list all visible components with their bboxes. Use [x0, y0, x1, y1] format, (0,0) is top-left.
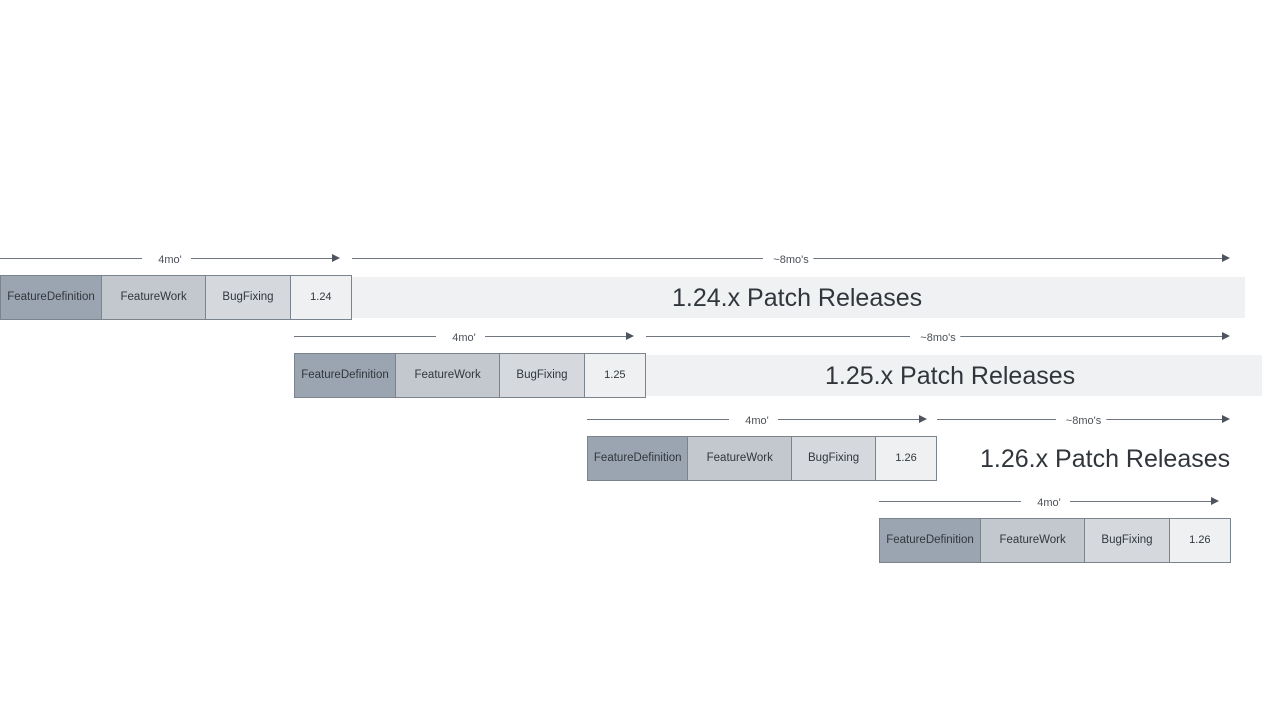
measure-label: 4mo' — [153, 254, 187, 267]
measure-rule-left — [0, 258, 142, 259]
measure-label: ~8mo's — [915, 332, 961, 345]
measure-rule-right — [1104, 419, 1223, 420]
phase-label-line2: Work — [454, 369, 481, 381]
phase-label-line1: Feature — [999, 534, 1040, 546]
measure-development-release-1-24: 4mo' — [0, 249, 340, 275]
arrow-head-icon — [1211, 497, 1219, 505]
measure-patch-release-1-24: ~8mo's — [352, 249, 1230, 275]
phase-label-line2: Definition — [46, 291, 95, 303]
measure-rule-right — [191, 258, 333, 259]
phase-label-line1: Feature — [120, 291, 161, 303]
arrow-head-icon — [1222, 254, 1230, 262]
measure-rule-left — [937, 419, 1056, 420]
phase-version-1.26: 1.26 — [1169, 519, 1230, 562]
phase-label-line1: Feature — [301, 369, 341, 381]
phase-label-line2: Fixing — [242, 291, 274, 303]
arrow-head-icon — [1222, 332, 1230, 340]
measures-release-1-26: 4mo' ~8mo's — [0, 410, 1280, 436]
measure-rule-left — [352, 258, 763, 259]
measure-label: 4mo' — [447, 332, 481, 345]
measure-label: 4mo' — [740, 415, 774, 428]
measure-patch-release-1-25: ~8mo's — [646, 327, 1230, 353]
patch-release-label-release-1-25: 1.25.x Patch Releases — [825, 362, 1076, 390]
arrow-head-icon — [1222, 415, 1230, 423]
phase-label-line1: Feature — [706, 452, 747, 464]
phase-label-line1: Feature — [414, 369, 455, 381]
measure-development-release-1-26-next: 4mo' — [879, 492, 1219, 518]
measure-patch-release-1-26: ~8mo's — [937, 410, 1230, 436]
measure-development-release-1-26: 4mo' — [587, 410, 927, 436]
arrow-head-icon — [626, 332, 634, 340]
phase-label-line2: Work — [746, 452, 773, 464]
phase-label-line2: Definition — [633, 452, 682, 464]
measure-rule-left — [879, 501, 1021, 502]
measure-rule-left — [294, 336, 436, 337]
patch-release-label-release-1-24: 1.24.x Patch Releases — [672, 284, 923, 312]
measure-rule-right — [959, 336, 1223, 337]
phase-label-line1: 1.25 — [604, 369, 626, 381]
arrow-head-icon — [332, 254, 340, 262]
phase-label-line1: Bug — [808, 452, 829, 464]
measure-rule-right — [1070, 501, 1212, 502]
phase-label-line2: Fixing — [1121, 534, 1153, 546]
measure-label: 4mo' — [1032, 497, 1066, 510]
phase-label-line1: Bug — [1101, 534, 1122, 546]
phase-label-line1: Bug — [222, 291, 243, 303]
measure-development-release-1-25: 4mo' — [294, 327, 634, 353]
measure-rule-left — [587, 419, 729, 420]
arrow-head-icon — [919, 415, 927, 423]
phase-version-1.24: 1.24 — [290, 276, 351, 319]
phase-version-1.26: 1.26 — [876, 437, 936, 480]
patch-release-label-release-1-26: 1.26.x Patch Releases — [980, 445, 1231, 473]
phase-label-line2: Definition — [925, 534, 974, 546]
phase-label-line1: 1.24 — [310, 291, 332, 303]
phase-label-line2: Work — [160, 291, 187, 303]
measure-rule-left — [646, 336, 910, 337]
phase-label-line1: Bug — [516, 369, 537, 381]
phase-label-line2: Fixing — [536, 369, 568, 381]
phase-label-line1: Feature — [7, 291, 47, 303]
measure-label: ~8mo's — [1060, 415, 1107, 428]
measure-rule-right — [485, 336, 627, 337]
phase-label-line1: Feature — [593, 452, 634, 464]
measure-rule-right — [812, 258, 1223, 259]
phase-label-line2: Work — [1039, 534, 1066, 546]
measure-label: ~8mo's — [768, 254, 814, 267]
phase-label-line2: Fixing — [828, 452, 860, 464]
measures-release-1-25: 4mo' ~8mo's — [0, 327, 1280, 353]
phase-label-line1: 1.26 — [895, 452, 917, 464]
measures-release-1-26-next: 4mo' — [0, 492, 1280, 518]
phase-label-line1: Feature — [886, 534, 926, 546]
measures-release-1-24: 4mo' ~8mo's — [0, 249, 1280, 275]
phase-label-line1: 1.26 — [1189, 534, 1211, 546]
phase-label-line2: Definition — [340, 369, 389, 381]
measure-rule-right — [778, 419, 920, 420]
phase-version-1.25: 1.25 — [584, 354, 645, 397]
